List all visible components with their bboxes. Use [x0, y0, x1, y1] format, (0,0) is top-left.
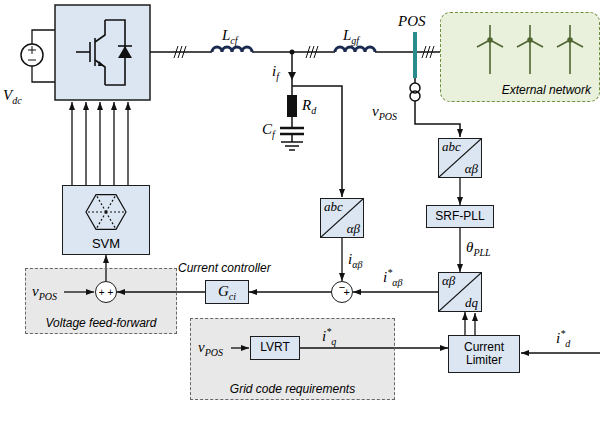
text-subscript: αβ	[392, 277, 402, 288]
text-subscript: f	[272, 129, 275, 140]
text-subscript: ci	[229, 291, 236, 302]
node-text: Current Limiter	[449, 341, 519, 367]
node-text: abc	[442, 140, 461, 154]
signal-label: i*αβ	[383, 268, 402, 288]
node-text: + +	[99, 287, 113, 298]
node-text: LVRT	[260, 341, 290, 354]
signal-label: vPOS	[198, 340, 223, 358]
summing-junction: + +	[95, 281, 117, 303]
signal-arrow	[341, 238, 342, 281]
node-text: +	[344, 286, 350, 298]
dashed-group: Grid code requirements LVRT	[190, 318, 395, 400]
text-superscript: *	[560, 328, 565, 339]
node-text: Voltage feed-forward	[26, 317, 176, 330]
summing-junction: −+	[331, 281, 353, 303]
node-text: abc	[324, 200, 343, 214]
text-main: R	[302, 97, 311, 113]
text-subscript: f	[276, 71, 279, 82]
node-text: External network	[502, 84, 591, 97]
text-superscript: *	[326, 326, 331, 337]
text-subscript: αβ	[352, 259, 362, 270]
signal-arrow	[459, 178, 460, 205]
signal-label: Cf	[262, 122, 275, 140]
signal-label: POS	[398, 14, 426, 29]
signal-arrow	[117, 291, 205, 292]
text-main: POS	[398, 13, 426, 29]
text-subscript: dc	[12, 95, 21, 106]
signal-label: vPOS	[372, 104, 397, 122]
transform-block: αβdq	[438, 272, 482, 312]
text-main: i	[322, 328, 326, 344]
signal-label: θPLL	[466, 240, 491, 258]
signal-label: Lgf	[343, 28, 359, 46]
signal-label: Rd	[302, 98, 316, 116]
node-text: dq	[465, 296, 478, 310]
process-box: Current Limiter	[448, 335, 520, 373]
text-main: v	[32, 283, 39, 299]
signal-label: i*q	[322, 327, 336, 347]
signal-label: Vdc	[3, 88, 22, 106]
text-main: i	[383, 269, 387, 285]
text-subscript: q	[331, 336, 336, 347]
text-main: L	[222, 27, 230, 43]
text-main: i	[272, 63, 276, 79]
process-box: SRF-PLL	[426, 205, 494, 228]
text-subscript: d	[311, 105, 316, 116]
node-text: αβ	[347, 222, 360, 236]
text-main: i	[556, 330, 560, 346]
process-box: Gci	[205, 280, 249, 304]
signal-label: Lcf	[222, 28, 238, 46]
network-region: External network	[440, 12, 600, 102]
signal-label: if	[272, 64, 279, 82]
transform-block: abcαβ	[438, 138, 482, 178]
note-label: Current controller	[178, 262, 271, 274]
node-text: Gci	[218, 283, 236, 302]
node-text: SRF-PLL	[435, 210, 484, 223]
text-subscript: cf	[230, 35, 237, 46]
text-subscript: POS	[39, 291, 57, 302]
network-area	[440, 12, 600, 102]
process-box: LVRT	[250, 336, 300, 360]
text-main: V	[3, 87, 12, 103]
node-text: αβ	[442, 274, 455, 288]
node-text: Grid code requirements	[191, 383, 394, 396]
signal-arrow	[459, 228, 460, 272]
signal-label: vPOS	[32, 284, 57, 302]
text-main: L	[343, 27, 351, 43]
text-main: C	[262, 121, 272, 137]
text-main: G	[218, 283, 229, 299]
text-subscript: gf	[351, 35, 359, 46]
text-subscript: POS	[205, 347, 223, 358]
signal-label: iαβ	[348, 252, 362, 270]
text-main: θ	[466, 239, 473, 255]
transform-block: abcαβ	[320, 198, 364, 238]
svm-block: SVM	[62, 185, 150, 255]
text-subscript: POS	[379, 111, 397, 122]
text-subscript: d	[565, 338, 570, 349]
node-text: SVM	[63, 237, 149, 251]
text-superscript: *	[387, 267, 392, 278]
text-main: v	[198, 339, 205, 355]
node-text: αβ	[465, 162, 478, 176]
signal-arrow	[300, 347, 448, 348]
signal-label: i*d	[556, 329, 570, 349]
signal-arrow	[353, 291, 438, 292]
signal-arrow	[464, 312, 465, 335]
text-main: v	[372, 103, 379, 119]
signal-arrow	[249, 291, 331, 292]
text-subscript: PLL	[473, 247, 490, 258]
text-main: i	[348, 251, 352, 267]
